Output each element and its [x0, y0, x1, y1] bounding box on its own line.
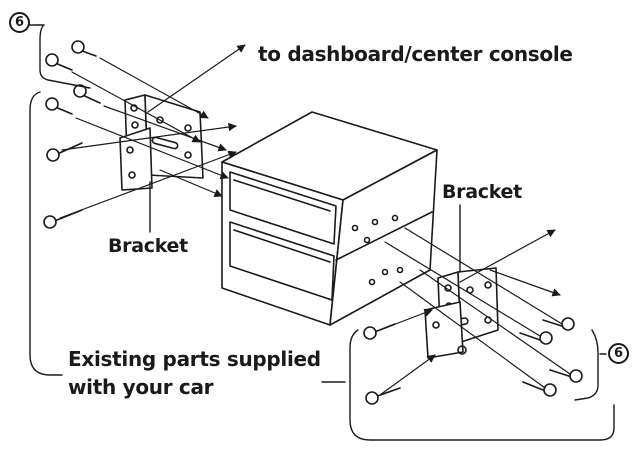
screws-left: [43, 40, 101, 229]
direction-arrows: [59, 44, 571, 396]
label-existing-parts-line1: Existing parts supplied: [68, 347, 321, 371]
label-bracket-left: Bracket: [108, 235, 188, 257]
bracket-left: [119, 94, 204, 191]
grouping-lines: [21, 24, 615, 441]
callout-6-top-left: 6: [9, 12, 30, 33]
label-bracket-right: Bracket: [442, 181, 522, 203]
bracket-right: [424, 267, 499, 359]
screws-right: [363, 317, 583, 405]
label-to-dashboard: to dashboard/center console: [258, 42, 573, 66]
label-existing-parts-line2: with your car: [68, 375, 214, 399]
head-unit: [221, 111, 438, 326]
callout-6-right: 6: [608, 343, 629, 364]
